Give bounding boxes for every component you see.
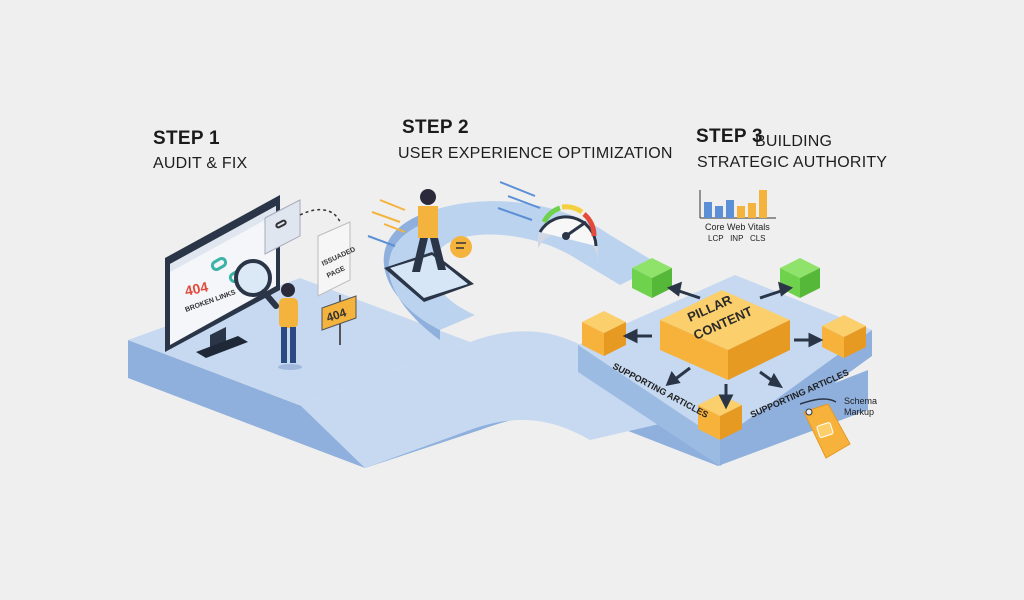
404-sign: 404 bbox=[321, 295, 357, 345]
issue-page-card: ISSUADED PAGE bbox=[264, 199, 357, 297]
person-auditor bbox=[278, 283, 302, 370]
screen-404-text: 404 bbox=[183, 278, 209, 299]
speed-lines-blue bbox=[367, 181, 541, 247]
orange-cube bbox=[582, 311, 626, 356]
vitals-bar bbox=[737, 206, 745, 218]
schema-line1: Schema bbox=[844, 396, 877, 406]
speed-lines bbox=[371, 199, 406, 233]
step3-title-line2: STRATEGIC AUTHORITY bbox=[697, 154, 888, 171]
step2-title: USER EXPERIENCE OPTIMIZATION bbox=[398, 145, 673, 162]
vitals-bar bbox=[748, 203, 756, 218]
green-cube bbox=[780, 258, 820, 298]
core-web-vitals-chart: Core Web Vitals LCP INP CLS bbox=[699, 190, 776, 243]
vitals-labels: LCP INP CLS bbox=[708, 234, 766, 243]
vitals-bar bbox=[726, 200, 734, 218]
step3-number: STEP 3 bbox=[696, 126, 763, 147]
orange-cube bbox=[698, 394, 742, 440]
vitals-bar bbox=[704, 202, 712, 218]
green-cube bbox=[632, 258, 672, 298]
pillar-content-block: PILLAR CONTENT bbox=[660, 290, 790, 380]
step1-number: STEP 1 bbox=[153, 128, 220, 149]
monitor-illustration: 404 BROKEN LINKS bbox=[165, 195, 280, 358]
isometric-path bbox=[128, 201, 872, 468]
speedometer-icon bbox=[538, 204, 598, 262]
orange-cube bbox=[822, 315, 866, 358]
magnifier-icon bbox=[234, 259, 279, 309]
step3-title-line1: BUILDING bbox=[755, 133, 833, 150]
step1-title: AUDIT & FIX bbox=[153, 155, 248, 172]
vitals-bar bbox=[759, 190, 767, 218]
schema-line2: Markup bbox=[844, 407, 874, 417]
arrows bbox=[622, 281, 824, 410]
smartphone bbox=[384, 252, 474, 302]
vitals-bar bbox=[715, 206, 723, 218]
schema-tag-icon bbox=[799, 398, 851, 459]
sign-404-text: 404 bbox=[325, 305, 349, 325]
step2-number: STEP 2 bbox=[402, 117, 469, 138]
vitals-title: Core Web Vitals bbox=[705, 222, 770, 232]
chat-bubble-icon bbox=[450, 236, 472, 258]
person-runner bbox=[412, 189, 446, 272]
